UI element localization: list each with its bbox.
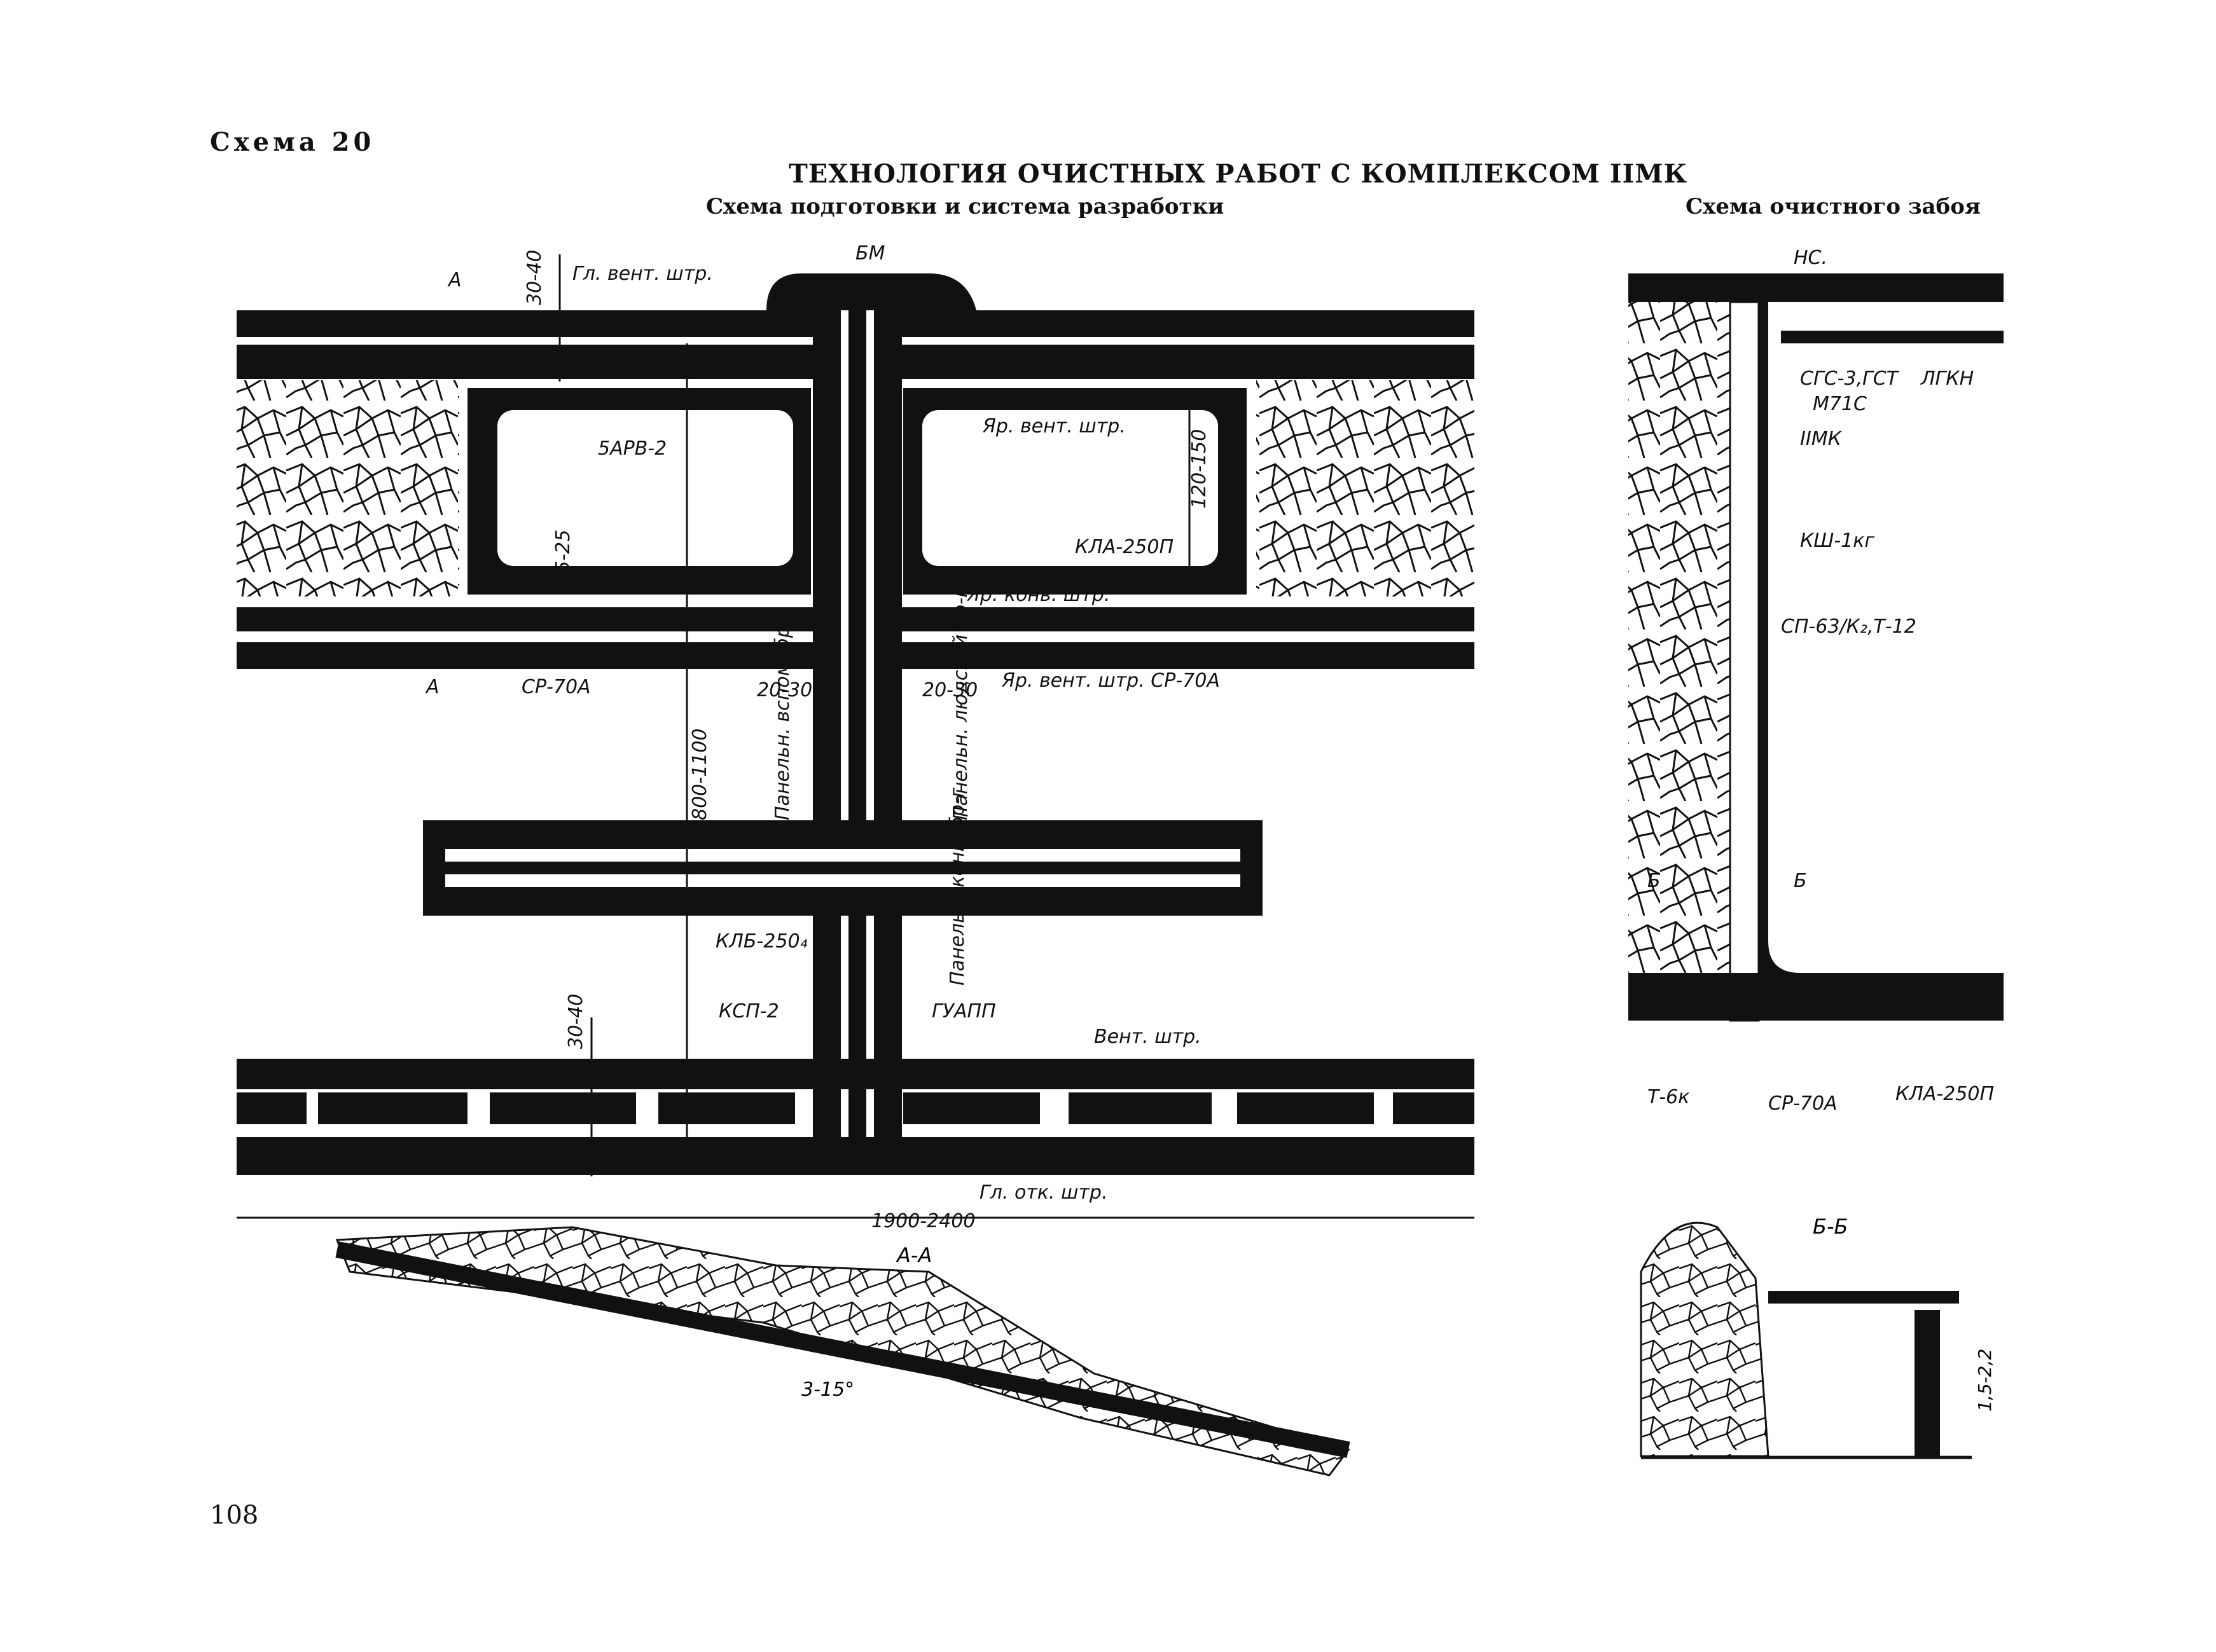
face-subtitle: Схема очистного забоя xyxy=(1686,194,1981,219)
goaf-right xyxy=(1256,380,1474,596)
haulage-drift-label: Гл. отк. штр. xyxy=(980,1181,1108,1204)
bm-chamber xyxy=(766,273,976,310)
conveyor-drift-label: Яр. конв. штр. xyxy=(966,584,1110,606)
dim-30-40-bottom: 30-40 xyxy=(565,994,587,1049)
face-scheme: НС. СГС-3,ГСТ М71С ЛГКН IIМК КШ-1кг СП-6… xyxy=(1628,247,2004,1115)
goaf-left xyxy=(237,380,459,596)
lgkn-label: ЛГКН xyxy=(1920,368,1974,390)
face-goaf xyxy=(1628,302,1730,1021)
page-number: 108 xyxy=(210,1501,259,1530)
main-title: ТЕХНОЛОГИЯ ОЧИСТНЫХ РАБОТ С КОМПЛЕКСОМ I… xyxy=(789,159,1687,189)
panel-aux-slope-label: Панельн. вспом. бр-г xyxy=(772,609,794,820)
section-a-marker-bottom: А xyxy=(425,676,440,698)
height-range-label: 1,5-2,2 xyxy=(1974,1349,1995,1412)
plan-subtitle: Схема подготовки и система разработки xyxy=(706,194,1224,219)
sr-left-label: СР-70А xyxy=(522,676,591,698)
main-vent-drift-label: Гл. вент. штр. xyxy=(572,263,713,285)
dim-1900-2400: 1900-2400 xyxy=(871,1210,976,1232)
pump-station-label: НС. xyxy=(1794,247,1827,269)
shearer-label: КШ-1кг xyxy=(1800,530,1874,552)
plan-view: А А БМ Гл. вент. штр. 30-40 5АРВ-2 Яр. в… xyxy=(237,242,1474,1232)
section-b-marker-right: Б xyxy=(1794,870,1807,892)
dim-20-30-left: 20-30 xyxy=(757,679,812,701)
dim-30-40-top: 30-40 xyxy=(523,250,546,305)
panel-middle xyxy=(423,820,1263,916)
conveyor-label: СП-63/К₂,Т-12 xyxy=(1781,616,1916,638)
klb-label: КЛБ-250₄ xyxy=(716,930,808,953)
ksp-label: КСП-2 xyxy=(719,1000,779,1022)
dim-20-30-right: 20-30 xyxy=(922,679,978,701)
central-trunk xyxy=(813,310,902,1140)
dim-15-25: 15-25 xyxy=(552,530,574,585)
m71-label: М71С xyxy=(1813,393,1867,415)
complex-label: IIМК xyxy=(1800,428,1843,450)
upper-vent-drift-label: Яр. вент. штр. xyxy=(982,415,1126,437)
t6k-label: Т-6к xyxy=(1647,1086,1689,1108)
lower-vent-drift-label: Яр. вент. штр. СР-70А xyxy=(1001,670,1220,692)
panel-people-slope-label: Панельн. людской бр-г xyxy=(950,588,972,820)
dim-120-150: 120-150 xyxy=(1188,429,1210,509)
kla-right-label: КЛА-250П xyxy=(1075,536,1174,558)
vent-drift-label: Вент. штр. xyxy=(1094,1026,1201,1048)
haulage-drift xyxy=(237,1137,1474,1175)
section-a-a: А-А 3-15° xyxy=(335,1226,1350,1476)
arv-label: 5АРВ-2 xyxy=(598,437,667,460)
sgs-label: СГС-3,ГСТ xyxy=(1800,368,1900,390)
kla-left-label: КЛА-250П xyxy=(598,571,696,593)
section-b-marker-left: Б xyxy=(1647,870,1661,892)
inclination-angle-label: 3-15° xyxy=(801,1379,854,1401)
scheme-number: Схема 20 xyxy=(210,127,375,157)
support-line xyxy=(1729,301,1760,1022)
kla-face-label: КЛА-250П xyxy=(1895,1083,1994,1105)
section-a-a-label: А-А xyxy=(896,1243,932,1267)
section-b-b: Б-Б 1,5-2,2 xyxy=(1640,1215,1995,1459)
guapp-label: ГУАПП xyxy=(932,1000,996,1022)
section-b-b-label: Б-Б xyxy=(1813,1215,1848,1239)
vent-drift xyxy=(237,1059,1474,1089)
pillar-row-bottom xyxy=(237,1092,1474,1124)
section-a-marker-top: А xyxy=(447,269,462,291)
pillar-row-top xyxy=(237,347,1474,378)
bm-label: БМ xyxy=(855,242,885,265)
sr70-label: СР-70А xyxy=(1768,1092,1838,1115)
panel-conveyor-slope-label: Панельн. конв. бр-г xyxy=(946,787,969,986)
dim-800-1100: 800-1100 xyxy=(689,729,711,820)
